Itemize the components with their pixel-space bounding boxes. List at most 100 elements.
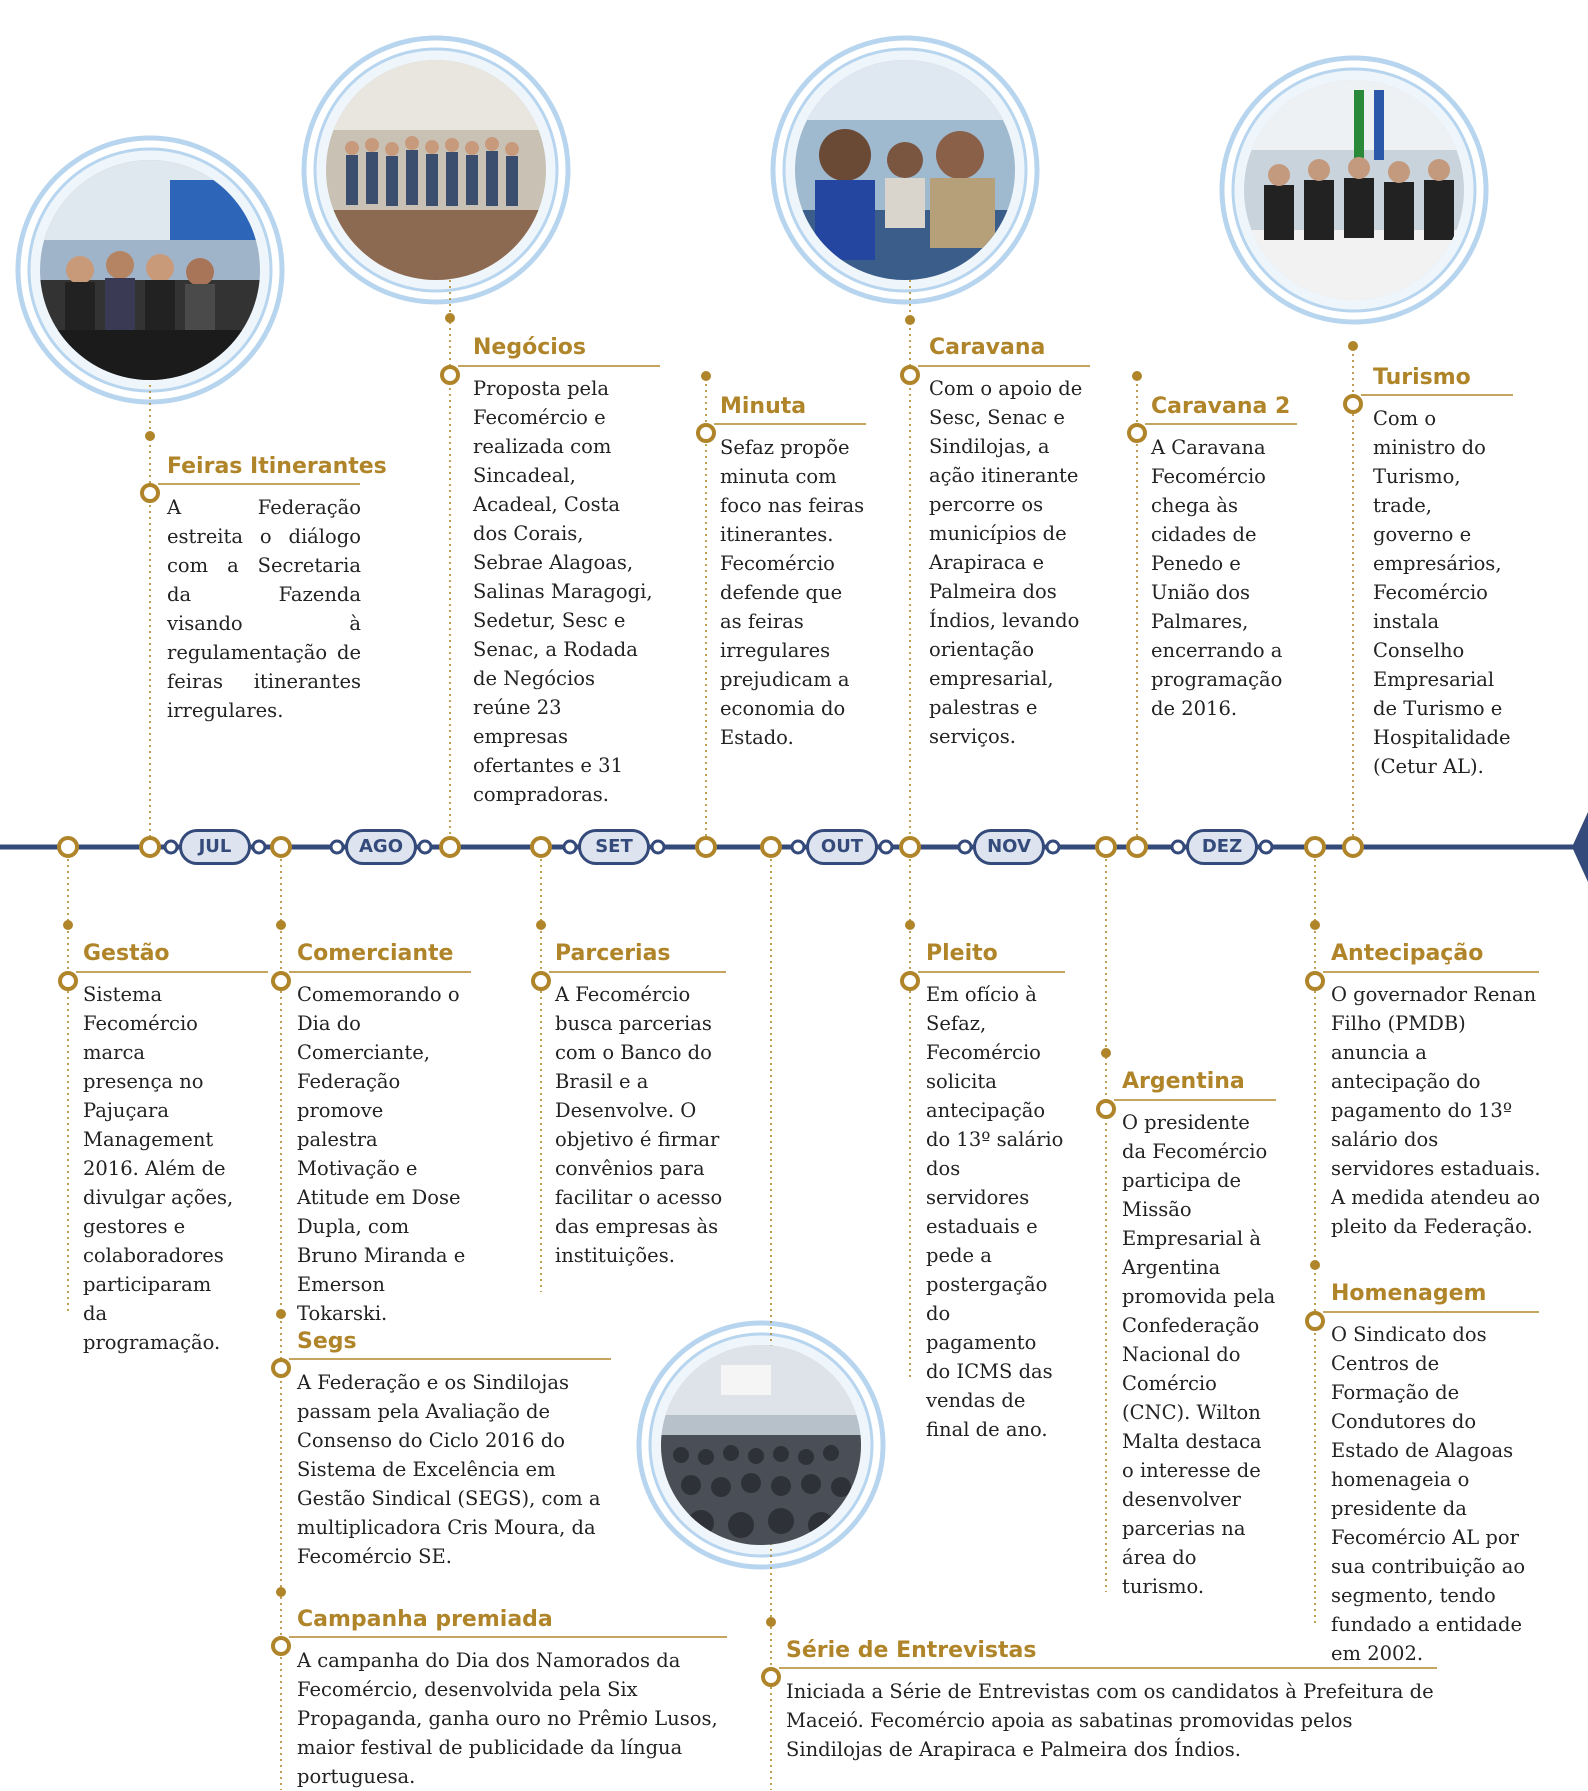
- title-ring: [1305, 971, 1325, 991]
- title-ring: [1127, 423, 1147, 443]
- event-caravana: Caravana Com o apoio de Sesc, Senac e Si…: [929, 334, 1097, 751]
- event-title: Homenagem: [1331, 1281, 1487, 1306]
- event-comerciante: Comerciante Comemorando o Dia do Comerci…: [297, 940, 469, 1328]
- month-ago: AGO: [345, 829, 417, 865]
- meeting-photo-icon: [40, 160, 260, 380]
- event-text: A Federação estreita o diálogo com a Sec…: [167, 496, 361, 722]
- axis-ring: [1304, 836, 1326, 858]
- title-ring: [1343, 394, 1363, 414]
- auditorium-photo-icon: [661, 1345, 861, 1545]
- pill-cap: [1170, 839, 1186, 855]
- month-nov: NOV: [973, 829, 1045, 865]
- axis-ring: [1095, 836, 1117, 858]
- pill-cap: [163, 839, 179, 855]
- title-ring: [900, 365, 920, 385]
- photo-halo: [770, 35, 1040, 305]
- event-title: Gestão: [83, 941, 170, 966]
- timeline-arrow-icon: [1572, 812, 1588, 882]
- connector-dot: [905, 920, 915, 930]
- event-segs: Segs A Federação e os Sindilojas passam …: [297, 1328, 609, 1571]
- event-text: Sefaz propõe minuta com foco nas feiras …: [720, 436, 865, 749]
- month-set: SET: [578, 829, 650, 865]
- event-campanha-premiada: Campanha premiada A campanha do Dia dos …: [297, 1606, 729, 1791]
- pill-cap: [957, 839, 973, 855]
- axis-ring: [530, 836, 552, 858]
- connector-dot: [701, 371, 711, 381]
- axis-ring: [1342, 836, 1364, 858]
- pill-cap: [329, 839, 345, 855]
- event-caravana-2: Caravana 2 A Caravana Fecomércio chega à…: [1151, 393, 1297, 723]
- event-text: O presidente da Fecomércio participa de …: [1122, 1111, 1276, 1598]
- event-text: Sistema Fecomércio marca presença no Paj…: [83, 983, 234, 1354]
- event-pleito: Pleito Em ofício à Sefaz, Fecomércio sol…: [926, 940, 1066, 1444]
- title-ring: [696, 423, 716, 443]
- month-dez: DEZ: [1186, 829, 1258, 865]
- axis-ring: [139, 836, 161, 858]
- connector-dot: [276, 1309, 286, 1319]
- connector-dot: [276, 920, 286, 930]
- pill-cap: [1045, 839, 1061, 855]
- connector-dot: [1132, 371, 1142, 381]
- event-homenagem: Homenagem O Sindicato dos Centros de For…: [1331, 1280, 1541, 1668]
- event-text: Com o apoio de Sesc, Senac e Sindilojas,…: [929, 377, 1083, 748]
- event-text: Comemorando o Dia do Comerciante, Federa…: [297, 983, 466, 1325]
- axis-ring: [760, 836, 782, 858]
- event-title: Minuta: [720, 394, 807, 419]
- pill-cap: [562, 839, 578, 855]
- pill-cap: [1258, 839, 1274, 855]
- axis-ring: [57, 836, 79, 858]
- event-title: Comerciante: [297, 941, 454, 966]
- event-title: Caravana: [929, 335, 1046, 360]
- event-text: A Fecomércio busca parcerias com o Banco…: [555, 983, 723, 1267]
- title-ring: [761, 1667, 781, 1687]
- event-title: Pleito: [926, 941, 998, 966]
- connector-dot: [536, 920, 546, 930]
- photo-halo: [301, 35, 571, 305]
- title-ring: [1096, 1099, 1116, 1119]
- connector-dot: [1348, 341, 1358, 351]
- pill-cap: [417, 839, 433, 855]
- axis-ring: [695, 836, 717, 858]
- event-title: Negócios: [473, 335, 586, 360]
- event-text: Proposta pela Fecomércio e realizada com…: [473, 377, 653, 806]
- event-minuta: Minuta Sefaz propõe minuta com foco nas …: [720, 393, 868, 752]
- connector-dot: [63, 920, 73, 930]
- pill-cap: [650, 839, 666, 855]
- event-title: Antecipação: [1331, 941, 1484, 966]
- event-argentina: Argentina O presidente da Fecomércio par…: [1122, 1068, 1277, 1601]
- event-text: O governador Renan Filho (PMDB) anuncia …: [1331, 983, 1541, 1238]
- event-text: Em ofício à Sefaz, Fecomércio solicita a…: [926, 983, 1064, 1441]
- event-text: A Federação e os Sindilojas passam pela …: [297, 1371, 601, 1568]
- event-title: Série de Entrevistas: [786, 1638, 1037, 1663]
- month-out: OUT: [806, 829, 878, 865]
- event-gestao: Gestão Sistema Fecomércio marca presença…: [83, 940, 241, 1357]
- event-title: Campanha premiada: [297, 1607, 553, 1632]
- axis-ring: [1126, 836, 1148, 858]
- connector-dot: [1101, 1048, 1111, 1058]
- event-antecipacao: Antecipação O governador Renan Filho (PM…: [1331, 940, 1541, 1241]
- title-ring: [440, 365, 460, 385]
- connector-dot: [445, 313, 455, 323]
- connector-dot: [276, 1587, 286, 1597]
- people-photo-icon: [795, 60, 1015, 280]
- title-ring: [271, 971, 291, 991]
- photo-halo: [15, 135, 285, 405]
- title-ring: [900, 971, 920, 991]
- event-text: Com o ministro do Turismo, trade, govern…: [1373, 407, 1511, 778]
- event-serie-de-entrevistas: Série de Entrevistas Iniciada a Série de…: [786, 1637, 1438, 1764]
- event-turismo: Turismo Com o ministro do Turismo, trade…: [1373, 364, 1511, 781]
- event-title: Segs: [297, 1329, 357, 1354]
- event-title: Caravana 2: [1151, 394, 1291, 419]
- event-title: Turismo: [1373, 365, 1471, 390]
- pill-cap: [878, 839, 894, 855]
- event-text: A Caravana Fecomércio chega às cidades d…: [1151, 436, 1283, 720]
- pill-cap: [251, 839, 267, 855]
- event-title: Feiras Itinerantes: [167, 454, 387, 479]
- axis-ring: [439, 836, 461, 858]
- photo-halo: [1219, 55, 1489, 325]
- title-ring: [58, 971, 78, 991]
- event-text: O Sindicato dos Centros de Formação de C…: [1331, 1323, 1526, 1665]
- title-ring: [271, 1358, 291, 1378]
- connector-dot: [1310, 920, 1320, 930]
